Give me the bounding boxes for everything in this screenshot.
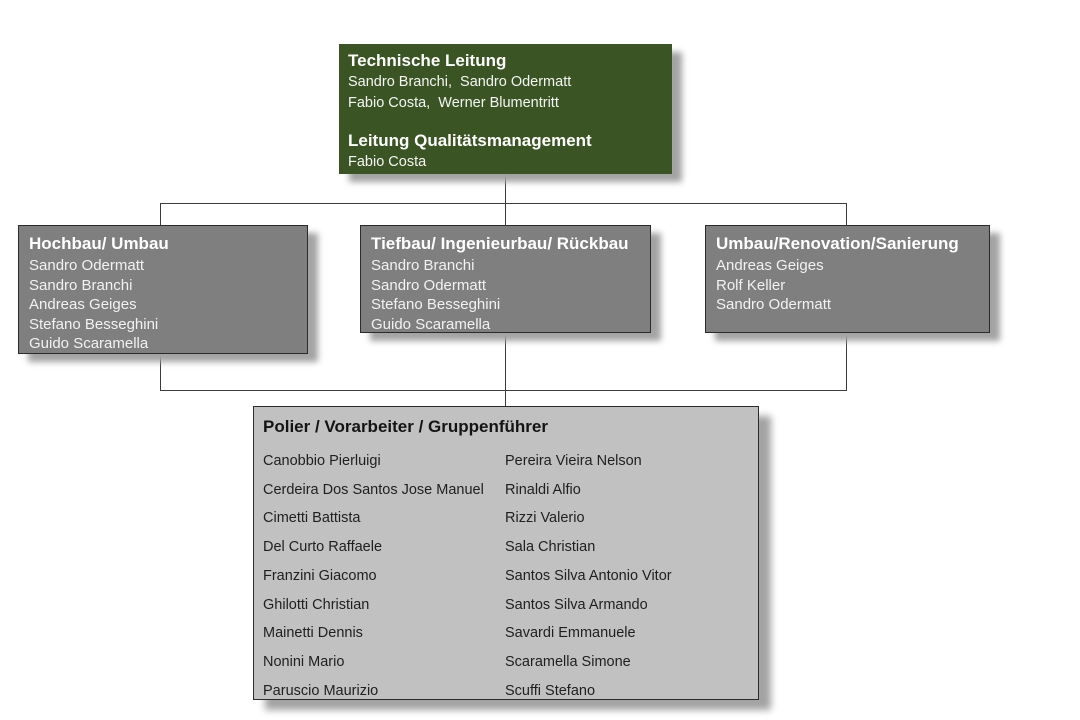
crew-member-name: Santos Silva Antonio Vitor — [505, 567, 672, 584]
crew-member-name: Scuffi Stefano — [505, 682, 596, 699]
connector-drop-right — [846, 203, 847, 225]
box-umbau-renovation-sanierung: Umbau/Renovation/Sanierung Andreas Geige… — [705, 225, 990, 333]
crew-member-name: Del Curto Raffaele — [263, 539, 383, 556]
blank-spacer — [348, 113, 662, 130]
connector-top-stem — [505, 174, 506, 203]
qualitaetsmanagement-title: Leitung Qualitätsmanagement — [348, 131, 592, 150]
connector-lower-rail — [160, 390, 847, 391]
member-name: Sandro Odermatt — [29, 257, 145, 274]
member-name: Andreas Geiges — [716, 257, 824, 274]
connector-riser-middle — [505, 333, 506, 406]
technische-leitung-members-line: Fabio Costa, Werner Blumentritt — [348, 94, 559, 111]
crew-member-name: Cimetti Battista — [263, 510, 361, 527]
crew-member-name: Pereira Vieira Nelson — [505, 453, 642, 469]
box-polier-vorarbeiter-gruppenfuehrer: Polier / Vorarbeiter / Gruppenführer Can… — [253, 406, 759, 700]
crew-member-name: Sala Christian — [505, 539, 596, 556]
crew-member-name: Paruscio Maurizio — [263, 682, 379, 699]
member-name: Sandro Odermatt — [371, 276, 487, 294]
technische-leitung-members-line: Sandro Branchi, Sandro Odermatt — [348, 74, 572, 90]
member-name: Stefano Besseghini — [29, 315, 159, 333]
member-name: Stefano Besseghini — [371, 296, 501, 314]
umbau-renovation-title: Umbau/Renovation/Sanierung — [716, 234, 959, 253]
crew-member-name: Franzini Giacomo — [263, 567, 377, 584]
box-technische-leitung: Technische Leitung Sandro Branchi, Sandr… — [339, 44, 672, 174]
hochbau-umbau-title: Hochbau/ Umbau — [29, 234, 169, 253]
crew-member-name: Mainetti Dennis — [263, 625, 363, 642]
member-name: Guido Scaramella — [29, 335, 149, 353]
crew-member-name: Scaramella Simone — [505, 653, 631, 670]
crew-member-name: Nonini Mario — [263, 653, 345, 670]
member-name: Sandro Odermatt — [716, 296, 832, 314]
member-name: Sandro Branchi — [371, 257, 475, 274]
crew-member-name: Cerdeira Dos Santos Jose Manuel — [263, 481, 484, 498]
crew-member-name: Canobbio Pierluigi — [263, 453, 381, 469]
connector-drop-left — [160, 203, 161, 225]
crew-member-name: Santos Silva Armando — [505, 596, 648, 613]
technische-leitung-title: Technische Leitung — [348, 51, 507, 70]
member-name: Sandro Branchi — [29, 276, 133, 294]
crew-member-name: Savardi Emmanuele — [505, 625, 636, 642]
connector-riser-right — [846, 333, 847, 390]
crew-member-name: Ghilotti Christian — [263, 596, 370, 613]
crew-member-name: Rinaldi Alfio — [505, 481, 581, 498]
crew-title: Polier / Vorarbeiter / Gruppenführer — [263, 417, 548, 436]
tiefbau-title: Tiefbau/ Ingenieurbau/ Rückbau — [371, 234, 629, 253]
crew-member-name: Rizzi Valerio — [505, 510, 585, 527]
member-name: Andreas Geiges — [29, 296, 137, 314]
connector-upper-rail — [160, 203, 847, 204]
connector-drop-middle — [505, 203, 506, 225]
member-name: Guido Scaramella — [371, 315, 491, 333]
member-name: Rolf Keller — [716, 276, 786, 294]
box-tiefbau-ingenieurbau-rueckbau: Tiefbau/ Ingenieurbau/ Rückbau Sandro Br… — [360, 225, 651, 333]
qualitaetsmanagement-member: Fabio Costa — [348, 154, 427, 170]
connector-riser-left — [160, 354, 161, 390]
